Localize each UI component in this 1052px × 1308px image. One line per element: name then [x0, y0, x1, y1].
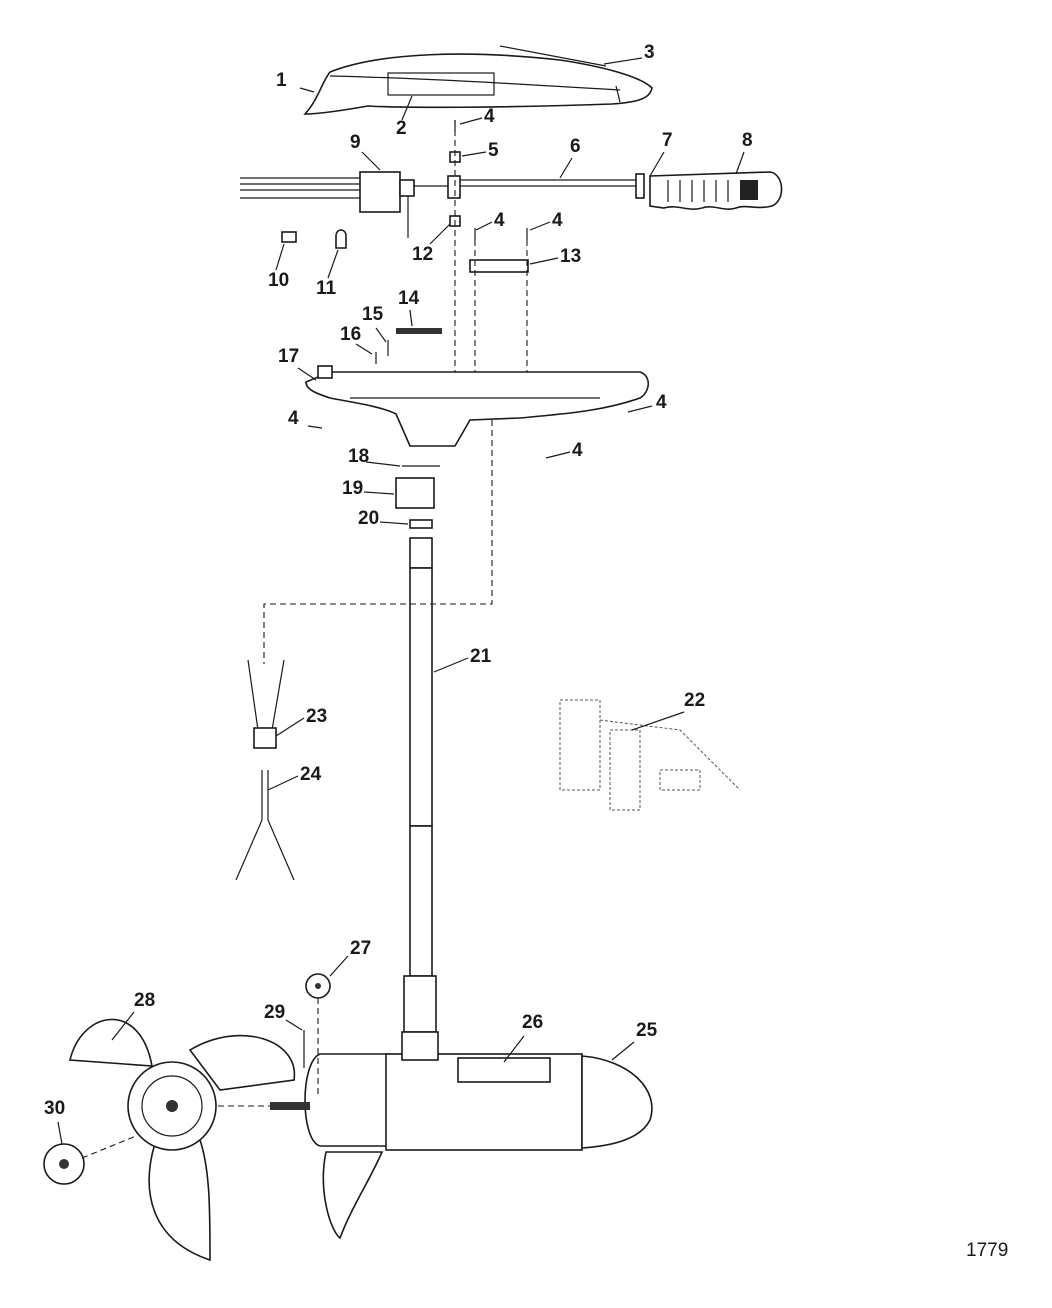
callout-label: 17: [278, 346, 299, 367]
callout-label: 10: [268, 270, 289, 291]
callout-label: 2: [396, 118, 407, 139]
callout-leader-line: [559, 157, 573, 179]
callout-leader-line: [631, 711, 685, 731]
callout-label: 18: [348, 446, 369, 467]
callout-leader-line: [365, 461, 401, 467]
callout-label: 1: [276, 70, 287, 91]
callout-label: 4: [552, 210, 563, 231]
callout-label: 23: [306, 706, 327, 727]
callout-leader-line: [355, 343, 373, 355]
callout-label: 14: [398, 288, 420, 309]
callout-label: 7: [662, 130, 673, 151]
callout-leader-line: [627, 405, 653, 413]
collar-parts: [395, 465, 440, 529]
callout-label: 26: [522, 1012, 543, 1033]
mount-bracket-part: [559, 699, 741, 811]
callout-leader-line: [57, 1121, 63, 1145]
callout-leader-line: [361, 151, 381, 171]
callout-leader-line: [267, 775, 299, 791]
callout-label: 24: [300, 764, 322, 785]
callout-leader-line: [363, 491, 395, 495]
callout-label: 9: [350, 132, 361, 153]
callout-leader-line: [611, 1041, 635, 1061]
callout-label: 4: [288, 408, 299, 429]
callout-leader-line: [275, 243, 285, 271]
callout-label: 8: [742, 130, 753, 151]
callout-leader-line: [401, 95, 413, 121]
callout-leader-line: [461, 151, 487, 157]
callout-label: 15: [362, 304, 384, 325]
callout-leader-line: [275, 717, 305, 737]
callout-leader-line: [429, 223, 451, 245]
callout-label: 6: [570, 136, 581, 157]
spacer-plate-part: [469, 259, 529, 273]
callout-leader-line: [529, 221, 551, 231]
callout-label: 3: [644, 42, 655, 63]
callout-leader-line: [433, 657, 469, 673]
top-cover-part: [303, 45, 653, 115]
callout-label: 16: [340, 324, 361, 345]
callout-label: 4: [572, 440, 583, 461]
callout-leader-line: [409, 309, 413, 327]
callout-label: 4: [484, 106, 495, 127]
callout-label: 5: [488, 140, 499, 161]
callout-label: 29: [264, 1002, 285, 1023]
tiller-shaft-part: [447, 173, 645, 199]
connector-parts: [281, 229, 347, 249]
callout-leader-line: [735, 151, 745, 175]
callout-leader-line: [529, 257, 559, 265]
callout-leader-line: [459, 117, 483, 125]
callout-leader-line: [649, 151, 665, 177]
switch-assembly-part: [240, 171, 448, 238]
callout-label: 27: [350, 938, 371, 959]
callout-leader-line: [299, 87, 315, 93]
callout-label: 30: [44, 1098, 65, 1119]
callout-label: 4: [494, 210, 505, 231]
callout-leader-line: [545, 451, 571, 459]
callout-label: 28: [134, 990, 155, 1011]
callout-label: 13: [560, 246, 581, 267]
callout-label: 11: [316, 278, 337, 299]
callout-label: 19: [342, 478, 363, 499]
propeller-part: [69, 1018, 310, 1262]
callout-leader-line: [375, 327, 387, 343]
callout-leader-line: [307, 425, 323, 429]
callout-label: 4: [656, 392, 667, 413]
callout-leader-line: [503, 1035, 525, 1063]
callout-label: 25: [636, 1020, 658, 1041]
callout-leader-line: [297, 367, 317, 381]
callout-leader-line: [379, 521, 409, 525]
motor-shaft-part: [403, 537, 437, 1033]
callout-leader-line: [475, 221, 493, 231]
callout-leader-line: [327, 249, 339, 279]
wire-route-line: [263, 420, 493, 664]
figure-number: 1779: [966, 1240, 1009, 1261]
callout-label: 21: [470, 646, 492, 667]
callout-label: 20: [358, 508, 379, 529]
motor-head-housing-part: [305, 365, 650, 447]
bolt-parts: [375, 328, 442, 364]
handle-grip-part: [649, 171, 783, 210]
callout-leader-line: [111, 1011, 135, 1041]
callout-leader-line: [329, 955, 349, 977]
callout-leader-line: [603, 57, 643, 65]
callout-label: 22: [684, 690, 705, 711]
callout-leader-line: [285, 1019, 303, 1031]
battery-lead-parts: [235, 659, 295, 881]
lower-unit-part: [304, 1031, 653, 1240]
callout-label: 12: [412, 244, 433, 265]
